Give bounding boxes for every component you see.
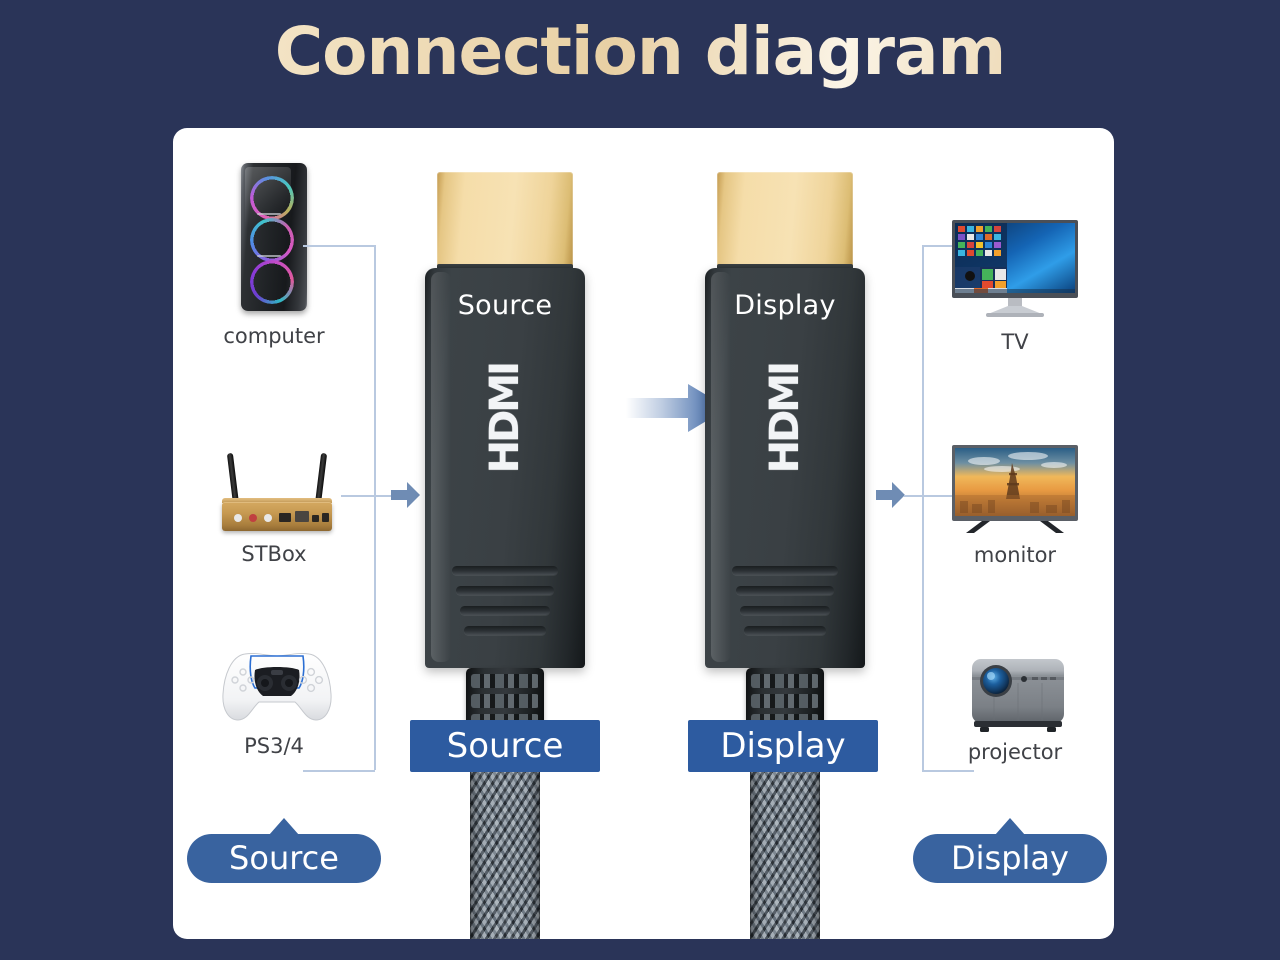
wire-monitor [922, 495, 962, 497]
hdmi-logo-source: HDMI [482, 364, 528, 474]
game-controller-icon [221, 648, 333, 724]
wire-right-in [904, 495, 922, 497]
wire-computer [303, 245, 375, 247]
right-arrow-icon-flow [626, 384, 728, 432]
wire-ps [303, 770, 375, 772]
device-label-computer: computer [223, 324, 325, 348]
wire-right-bus [922, 245, 924, 770]
hdmi-logo-display: HDMI [762, 364, 808, 474]
callout-display-pill: Display [913, 818, 1107, 883]
device-label-projector: projector [967, 740, 1063, 764]
wire-tv [922, 245, 974, 247]
pc-tower-icon [241, 163, 307, 311]
wire-left-out [374, 495, 396, 497]
hdmi-end-label-display: Display [734, 290, 836, 321]
device-label-ps: PS3/4 [244, 734, 304, 758]
wire-stbox [341, 495, 375, 497]
hdmi-body: Source HDMI [425, 268, 585, 668]
arrow-right-icon-source [391, 482, 420, 508]
hdmi-body: Display HDMI [705, 268, 865, 668]
wire-left-bus [374, 245, 376, 770]
callout-source-pill: Source [187, 818, 381, 883]
device-label-stbox: STBox [241, 542, 307, 566]
hdmi-gold-tip [717, 172, 853, 272]
hdmi-gold-tip [437, 172, 573, 272]
device-label-tv: TV [1001, 330, 1029, 354]
hdmi-connector-source: Source HDMI [425, 172, 585, 939]
badge-source-rect: Source [410, 720, 600, 772]
projector-icon [968, 653, 1068, 741]
diagram-card: computer STBox [173, 128, 1114, 939]
monitor-icon [950, 218, 1080, 326]
hdmi-connector-display: Display HDMI [705, 172, 865, 939]
page-title: Connection diagram [0, 14, 1280, 90]
hdmi-end-label-source: Source [457, 290, 553, 321]
device-label-monitor: monitor [973, 543, 1057, 567]
set-top-box-icon [218, 452, 336, 531]
badge-display-rect: Display [688, 720, 878, 772]
wire-projector [922, 770, 974, 772]
television-icon [950, 443, 1080, 539]
arrow-right-icon-display [876, 482, 905, 508]
